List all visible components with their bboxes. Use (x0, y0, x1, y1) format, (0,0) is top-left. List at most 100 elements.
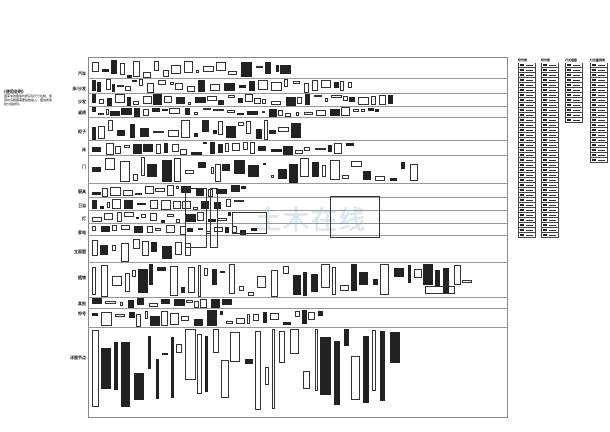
cad-block (114, 94, 126, 104)
cad-block (120, 302, 124, 307)
cad-block (380, 264, 389, 296)
cad-block (157, 79, 166, 85)
legend-row (590, 98, 608, 103)
cad-block (340, 284, 350, 292)
legend-row (565, 113, 583, 118)
cad-block (115, 146, 121, 155)
legend-row (518, 203, 536, 208)
cad-block (212, 130, 218, 135)
cad-block (161, 200, 171, 210)
cad-block (175, 218, 181, 223)
cad-block (155, 187, 166, 193)
cad-block (210, 142, 216, 154)
legend-row (518, 118, 536, 123)
cad-block (147, 82, 154, 93)
cad-block (250, 228, 257, 232)
cad-block (359, 272, 369, 285)
cad-block (331, 267, 336, 296)
cad-block (172, 201, 181, 210)
legend-row (565, 88, 583, 93)
cad-block (423, 264, 434, 285)
row-divider (88, 78, 508, 79)
cad-block (193, 319, 204, 326)
legend-row (565, 78, 583, 83)
legend-row (518, 123, 536, 128)
cad-block (133, 144, 142, 154)
cad-block (170, 82, 174, 86)
category-label: 其他 (78, 301, 86, 306)
cad-block (296, 96, 303, 105)
legend-row (541, 108, 559, 113)
cad-block (116, 130, 126, 136)
cad-block (136, 313, 141, 327)
legend-row (518, 98, 536, 103)
cad-block (202, 108, 211, 111)
cad-block (218, 121, 223, 135)
row-divider (88, 93, 508, 94)
legend-row (541, 193, 559, 198)
cad-block (379, 331, 385, 402)
note-title: (使用说明) (4, 89, 24, 94)
legend-row (541, 78, 559, 83)
cad-block (119, 63, 125, 76)
cad-block (185, 329, 196, 381)
legend-row (518, 168, 536, 173)
cad-block (236, 112, 244, 115)
cad-block (181, 286, 185, 293)
legend-row (518, 113, 536, 118)
legend-row (541, 218, 559, 223)
cad-block (225, 142, 229, 153)
legend-row (541, 103, 559, 108)
cad-block (111, 225, 118, 231)
legend-row (590, 148, 608, 153)
legend-row (541, 138, 559, 143)
legend-row (541, 123, 559, 128)
cad-block (214, 226, 223, 232)
cad-block (253, 314, 260, 322)
cad-block (134, 226, 143, 233)
cad-block (334, 340, 341, 406)
cad-block (303, 272, 308, 296)
legend-row (590, 78, 608, 83)
cad-block (213, 108, 225, 111)
cad-block (135, 216, 139, 219)
legend-row (518, 228, 536, 233)
cad-block (185, 242, 192, 257)
cad-block (169, 266, 178, 296)
cad-block (143, 144, 154, 152)
row-divider (88, 197, 508, 198)
cad-block (100, 226, 110, 232)
cad-block (195, 70, 200, 74)
cad-block (154, 61, 160, 72)
legend-row (590, 158, 608, 163)
legend-row (518, 218, 536, 223)
legend-row (590, 108, 608, 113)
table-block (232, 212, 267, 234)
cad-block (92, 330, 100, 407)
legend-row (541, 83, 559, 88)
cad-block (163, 69, 170, 78)
cad-block (282, 145, 293, 155)
legend-row (590, 103, 608, 108)
cad-block (105, 143, 115, 155)
legend-row (541, 128, 559, 133)
cad-block (183, 61, 193, 74)
cad-block (142, 108, 149, 117)
cad-block (141, 157, 146, 177)
cad-block (104, 213, 114, 220)
cad-block (101, 348, 111, 390)
cad-block (133, 238, 140, 249)
cad-block (226, 199, 231, 207)
cad-block (340, 107, 351, 117)
cad-block (331, 94, 342, 98)
cad-block (222, 164, 231, 171)
category-label: 立面窗 (74, 249, 86, 254)
cad-block (239, 85, 246, 89)
cad-block (124, 86, 131, 91)
legend-row (518, 93, 536, 98)
cad-block (371, 95, 377, 105)
cad-block (111, 84, 116, 93)
cad-block (293, 275, 301, 296)
cad-block (269, 312, 279, 321)
legend-row (518, 88, 536, 93)
